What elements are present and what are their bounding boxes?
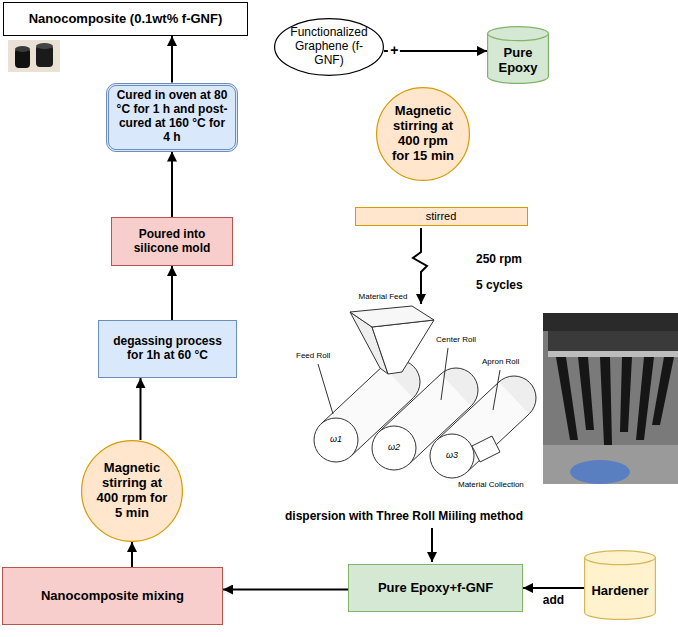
stirring-circle: Magnetic stirring at 400 rpm for 5 min: [81, 440, 183, 542]
roll-speed-symbol: ω3: [446, 451, 458, 461]
flow-arrow: [171, 152, 173, 218]
flow-arrow: [523, 587, 584, 589]
roll-edge: [467, 414, 529, 472]
outline-shape: [585, 558, 656, 620]
node-text: Cured in oven at 80 °C for 1 h and post-…: [116, 89, 228, 144]
roll-edge: [437, 382, 499, 440]
material-cylinder: Hardener: [584, 550, 656, 620]
node-text: Magnetic stirring at 400 rpm for 5 min: [95, 461, 169, 521]
photo-ground: [8, 40, 60, 72]
node-text: Magnetic stirring at 400 rpm for 15 min: [388, 104, 458, 164]
photo-roller: [548, 331, 678, 351]
node-text: Nanocomposite (0.1wt% f-GNF): [29, 12, 223, 27]
flow-arrow: [140, 378, 142, 440]
process-box: degassing process for 1h at 60 °C: [98, 320, 237, 378]
photo-strip: [636, 357, 654, 440]
part-label: Center Roll: [436, 336, 476, 345]
roll-front: [314, 418, 358, 462]
photo-strip: [578, 357, 594, 430]
node-text: degassing process for 1h at 60 °C: [111, 335, 224, 363]
node-text: Pure Epoxy: [491, 46, 545, 76]
hopper-rim: [350, 306, 434, 327]
photo-ground: [543, 313, 678, 484]
photo-strip: [600, 357, 612, 445]
material-cylinder: Pure Epoxy: [487, 26, 549, 84]
photo-strip: [556, 357, 578, 440]
sample-photo: [8, 40, 60, 72]
process-box: Cured in oven at 80 °C for 1 h and post-…: [106, 83, 238, 152]
part-label: Material Feed: [359, 293, 408, 302]
stirring-circle: Magnetic stirring at 400 rpm for 15 min: [376, 87, 470, 181]
leader-line: [493, 370, 500, 410]
hopper-front: [372, 320, 434, 374]
material-ellipse: Functionalized Graphene (f-GNF): [274, 18, 384, 76]
roll-edge: [321, 366, 383, 424]
collection-chute: [472, 436, 500, 462]
sample-top: [15, 46, 30, 52]
flow-arrow: [171, 36, 173, 83]
roll-speed-symbol: ω2: [388, 443, 400, 453]
process-box: Poured into silicone mold: [111, 217, 233, 266]
sample-top: [36, 43, 53, 49]
node-text: Functionalized Graphene (f-GNF): [286, 26, 372, 67]
photo-tray: [543, 445, 678, 484]
mixture-box: Pure Epoxy+f-GNF: [348, 564, 523, 612]
flow-arrow: [223, 589, 348, 591]
node-text: Poured into silicone mold: [120, 228, 224, 256]
outline-shape: [82, 441, 183, 542]
node-text: Nanocomposite mixing: [41, 589, 184, 604]
edge-label: +: [388, 43, 400, 58]
edge-label: add: [541, 594, 566, 607]
photo-strip: [620, 357, 632, 432]
roll-body: [437, 382, 529, 472]
roll-edge: [379, 374, 441, 432]
node-text: Hardener: [591, 584, 648, 599]
node-text: Pure Epoxy+f-GNF: [378, 581, 493, 596]
result-box: Nanocomposite (0.1wt% f-GNF): [3, 2, 248, 36]
speed-label: 250 rpm: [476, 253, 522, 266]
three-roll-mill: [314, 306, 536, 478]
outline-top: [488, 27, 549, 41]
outline-top: [585, 551, 656, 565]
cycle-label: 5 cycles: [476, 279, 523, 292]
process-box: Nanocomposite mixing: [2, 567, 223, 625]
feed-hopper: [350, 306, 434, 374]
roll-speed-symbol: ω1: [330, 435, 342, 445]
photo-frame: [543, 313, 678, 331]
part-label: Feed Roll: [296, 352, 330, 361]
stirrer-bar: stirred: [355, 207, 528, 226]
outline-shape: [275, 19, 384, 76]
photo-glove: [570, 460, 630, 484]
part-label: Material Collection: [458, 481, 524, 490]
flow-arrow: [131, 542, 133, 567]
method-label: dispersion with Three Roll Miiling metho…: [285, 510, 523, 523]
leader-line: [441, 348, 448, 400]
outline-shape: [377, 88, 470, 181]
flow-arrow: [431, 528, 433, 562]
node-text: stirred: [426, 210, 457, 223]
leader-line: [318, 364, 333, 414]
roll-body: [321, 366, 413, 456]
flow-arrow: [171, 266, 173, 320]
roll-body: [379, 374, 471, 464]
roll-front: [372, 426, 416, 470]
roll-front: [430, 434, 474, 478]
apron-roll: [430, 376, 536, 478]
photo-strip: [652, 357, 674, 425]
flow-arrow: [413, 228, 427, 304]
part-label: Apron Roll: [482, 358, 519, 367]
mill-photo: [543, 313, 678, 484]
photo-roller: [548, 351, 678, 357]
